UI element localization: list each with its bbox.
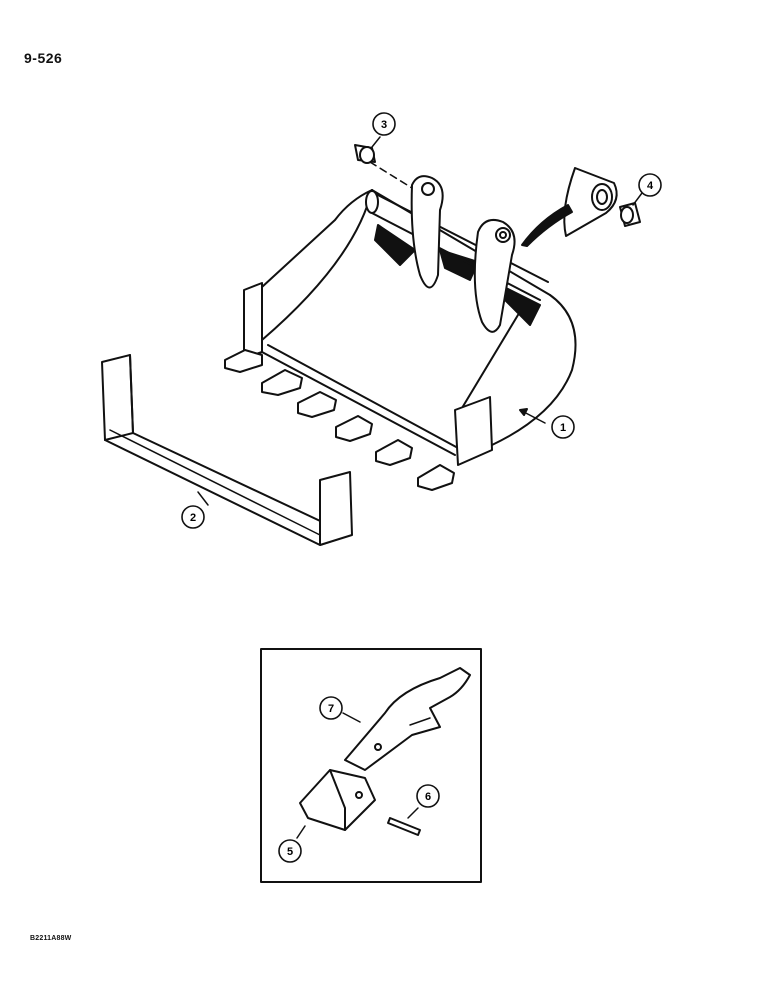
callout-2: 2 — [181, 505, 205, 529]
callout-label: 7 — [328, 703, 334, 715]
callout-label: 6 — [425, 791, 431, 803]
side-bracket — [521, 167, 618, 247]
bushing-4 — [619, 202, 641, 227]
page-number: 9-526 — [24, 50, 63, 66]
callout-5: 5 — [278, 839, 302, 863]
callout-label: 4 — [647, 180, 654, 192]
figure-code: B2211A88W — [30, 935, 72, 942]
callout-label: 3 — [381, 119, 387, 131]
bucket-assembly — [224, 175, 577, 491]
bolt-on-edge — [101, 354, 353, 546]
callout-6: 6 — [416, 784, 440, 808]
callout-3: 3 — [372, 112, 396, 136]
callout-4: 4 — [638, 173, 662, 197]
callout-label: 2 — [190, 512, 196, 524]
callout-label: 5 — [287, 846, 293, 858]
tooth-detail-box — [260, 136, 643, 883]
bushing-3 — [354, 144, 413, 189]
callout-label: 1 — [560, 422, 566, 434]
callout-1: 1 — [551, 415, 575, 439]
callout-7: 7 — [319, 696, 343, 720]
